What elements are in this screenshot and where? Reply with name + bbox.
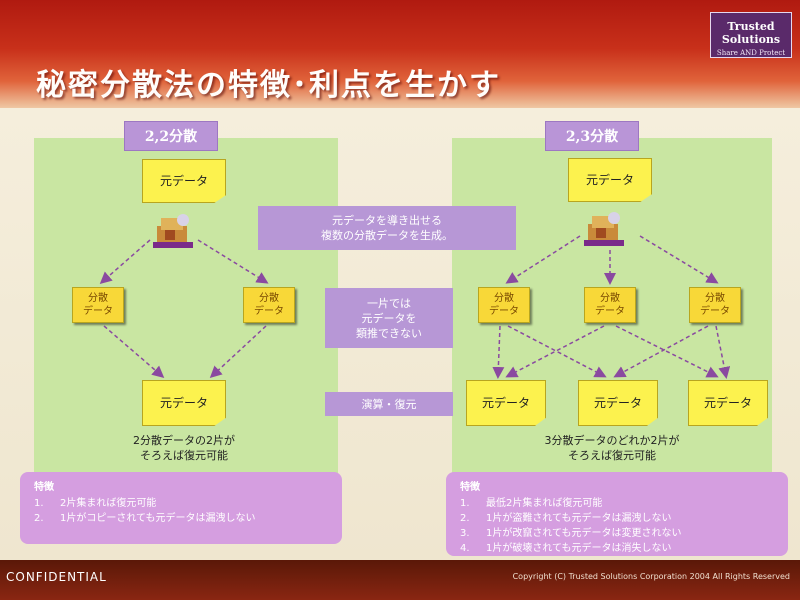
right-features-title: 特徴 [460, 482, 480, 493]
slide-title: 秘密分散法の特徴･利点を生かす [36, 68, 501, 103]
left-scheme-label: 2,2分散 [124, 121, 218, 151]
left-share-note-2: 分散 データ [243, 287, 295, 323]
splitter-icon [584, 210, 626, 248]
arrow [492, 325, 505, 379]
logo-tagline: Share AND Protect [716, 49, 786, 57]
middle-box-generate-text: 元データを導き出せる 複数の分散データを生成。 [321, 214, 453, 242]
list-item: 3.1片が改竄されても元データは変更されない [460, 528, 682, 539]
middle-box-inference-text: 一片では 元データを 類推できない [356, 296, 422, 340]
left-features-title: 特徴 [34, 482, 54, 493]
arrow [639, 235, 719, 284]
arrow [209, 325, 267, 379]
right-result-note-1: 元データ [466, 380, 546, 426]
arrow [715, 325, 731, 379]
trusted-solutions-logo: Trusted Solutions Share AND Protect [710, 12, 792, 58]
list-item: 2.1片が盗難されても元データは漏洩しない [460, 513, 672, 524]
right-features-box: 特徴 1.最低2片集まれば復元可能 2.1片が盗難されても元データは漏洩しない … [446, 472, 788, 556]
right-source-note: 元データ [568, 158, 652, 202]
slide-header [0, 0, 800, 108]
left-share-note-1: 分散 データ [72, 287, 124, 323]
right-caption: 3分散データのどれか2片が そろえば復元可能 [544, 434, 680, 462]
arrow [505, 235, 581, 284]
splitter-icon [153, 212, 195, 250]
confidential-label: CONFIDENTIAL [6, 570, 107, 584]
right-share-note-1: 分散 データ [478, 287, 530, 323]
left-features-box: 特徴 1.2片集まれば復元可能 2.1片がコピーされても元データは漏洩しない [20, 472, 342, 544]
right-result-note-2: 元データ [578, 380, 658, 426]
slide-footer: CONFIDENTIAL Copyright (C) Trusted Solut… [0, 560, 800, 600]
left-source-note: 元データ [142, 159, 226, 203]
copyright-text: Copyright (C) Trusted Solutions Corporat… [512, 572, 790, 581]
right-scheme-label: 2,3分散 [545, 121, 639, 151]
logo-name: Trusted Solutions [721, 20, 781, 46]
middle-box-restore-text: 演算・復元 [361, 397, 417, 411]
arrow [99, 239, 151, 284]
list-item: 4.1片が破壊されても元データは消失しない [460, 543, 672, 554]
arrow [613, 325, 709, 378]
list-item: 1.最低2片集まれば復元可能 [460, 498, 603, 509]
left-caption: 2分散データの2片が そろえば復元可能 [133, 434, 235, 462]
list-item: 2.1片がコピーされても元データは漏洩しない [34, 513, 256, 524]
middle-box-generate: 元データを導き出せる 複数の分散データを生成。 [258, 206, 516, 250]
arrow [615, 325, 719, 378]
right-share-note-3: 分散 データ [689, 287, 741, 323]
right-result-note-3: 元データ [688, 380, 768, 426]
left-result-note: 元データ [142, 380, 226, 426]
right-share-note-2: 分散 データ [584, 287, 636, 323]
arrow [103, 325, 165, 378]
list-item: 1.2片集まれば復元可能 [34, 498, 157, 509]
middle-box-inference: 一片では 元データを 類推できない [325, 288, 453, 348]
arrow [197, 239, 269, 284]
middle-box-restore: 演算・復元 [325, 392, 453, 416]
